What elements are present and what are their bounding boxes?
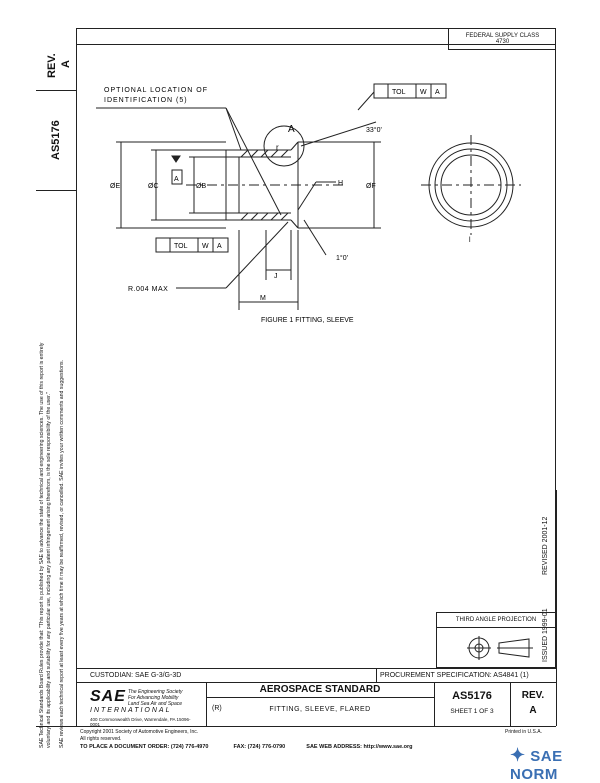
fax-label: FAX: xyxy=(233,744,247,750)
w-label-top: W xyxy=(420,89,427,96)
projection-divider xyxy=(437,627,555,628)
tb-rev-value: A xyxy=(529,705,537,716)
figure-caption: FIGURE 1 FITTING, SLEEVE xyxy=(261,317,354,324)
projection-symbol xyxy=(467,636,533,660)
web-value: http://www.sae.org xyxy=(363,744,413,750)
copyright: Copyright 2001 Society of Automotive Eng… xyxy=(80,729,199,735)
dim-j-label: J xyxy=(274,273,278,280)
sae-international: INTERNATIONAL xyxy=(90,707,172,714)
sae-address: 400 Commonwealth Drive, Warrendale, PA 1… xyxy=(90,717,191,727)
sidebar-notice-line-3: SAE reviews each technical report at lea… xyxy=(59,360,65,748)
sidebar-top-divider xyxy=(36,90,76,91)
sidebar-rev-label: REV. xyxy=(46,53,58,78)
frame-right-bottom xyxy=(556,668,557,726)
sidebar-rev-value: A xyxy=(60,60,72,68)
sae-logo: SAE xyxy=(90,688,126,705)
watermark-icon: ✦ xyxy=(510,745,526,765)
title-divider xyxy=(434,682,435,726)
projection-box: THIRD ANGLE PROJECTION xyxy=(436,612,556,668)
fitting-drawing: OPTIONAL LOCATION OF IDENTIFICATION (5) … xyxy=(96,83,521,324)
identification-label: IDENTIFICATION (5) xyxy=(104,97,188,104)
r-mark: (R) xyxy=(212,705,222,712)
sidebar-divider xyxy=(36,190,76,191)
tb-sheet: SHEET 1 OF 3 xyxy=(450,708,494,715)
docnum-divider xyxy=(510,682,511,726)
fsc-label: FEDERAL SUPPLY CLASS xyxy=(465,33,540,39)
sae-tagline-2: For Advancing Mobility xyxy=(128,695,179,701)
optional-location-label: OPTIONAL LOCATION OF xyxy=(104,87,208,94)
balloon-a-label: A xyxy=(288,124,295,135)
sidebar-notice-line-2: voluntary, and its applicability and sui… xyxy=(46,392,52,748)
dim-b-label: ØB xyxy=(196,183,206,190)
procurement-text: PROCUREMENT SPECIFICATION: AS4841 (1) xyxy=(380,672,529,679)
a-label-top: A xyxy=(435,89,440,96)
dim-m-label: M xyxy=(260,295,266,302)
tol-label-top: TOL xyxy=(392,89,406,96)
revision-divider xyxy=(556,490,557,668)
dim-e-label: ØE xyxy=(110,183,120,190)
projection-label: THIRD ANGLE PROJECTION xyxy=(455,617,537,623)
printed: Printed in U.S.A. xyxy=(505,729,542,735)
part-title: FITTING, SLEEVE, FLARED xyxy=(269,706,371,713)
standard-title: AEROSPACE STANDARD xyxy=(259,684,381,695)
custodian-text: CUSTODIAN: SAE G-3/G-3D xyxy=(90,672,182,679)
order-label: TO PLACE A DOCUMENT ORDER: xyxy=(80,744,170,750)
angle-33-label: 33°0' xyxy=(366,126,382,134)
watermark: ✦ SAE NORM xyxy=(510,745,600,783)
titleblock-top-rule xyxy=(76,682,556,683)
custodian-top-rule xyxy=(76,668,556,669)
tb-doc-number: AS5176 xyxy=(452,690,492,702)
order-line: TO PLACE A DOCUMENT ORDER: (724) 776-497… xyxy=(80,744,413,750)
fax-value: (724) 776-0790 xyxy=(247,744,286,750)
a-label-bottom: A xyxy=(217,243,222,250)
sae-tagline-3: Land Sea Air and Space xyxy=(128,701,183,707)
balloon-r-label: r xyxy=(276,143,279,152)
angle-1-label: 1°0' xyxy=(336,254,348,262)
rights: All rights reserved. xyxy=(80,736,122,742)
fsc-value: 4730 xyxy=(495,39,510,45)
order-phone: (724) 776-4970 xyxy=(170,744,209,750)
tol-label-bottom: TOL xyxy=(174,243,188,250)
section-l-label: l xyxy=(469,237,471,244)
custodian-divider xyxy=(376,668,377,682)
dim-c-label: ØC xyxy=(148,183,159,190)
drawing-frame xyxy=(76,28,556,668)
titleblock-bottom-rule xyxy=(36,726,556,727)
revised-date: REVISED 2001-12 xyxy=(542,516,549,575)
dim-h-label: H xyxy=(338,180,343,187)
web-label: SAE WEB ADDRESS: xyxy=(306,744,363,750)
frame-left-bottom xyxy=(76,668,77,726)
tb-rev-label: REV. xyxy=(521,690,545,701)
dim-f-label: ØF xyxy=(366,183,376,190)
standard-title-rule xyxy=(206,697,434,698)
top-rule xyxy=(76,44,556,45)
logo-divider xyxy=(206,682,207,726)
datum-a-box-label: A xyxy=(174,176,179,183)
sidebar-doc-number: AS5176 xyxy=(50,120,62,160)
radius-label: R.004 MAX xyxy=(128,286,168,293)
w-label-bottom: W xyxy=(202,243,209,250)
sae-logo-block: SAE The Engineering Society For Advancin… xyxy=(80,686,200,727)
fsc-box: FEDERAL SUPPLY CLASS 4730 xyxy=(448,28,556,50)
sidebar-notice-line-1: SAE Technical Standards Board Rules prov… xyxy=(39,342,45,748)
sae-tagline-1: The Engineering Society xyxy=(128,689,183,695)
